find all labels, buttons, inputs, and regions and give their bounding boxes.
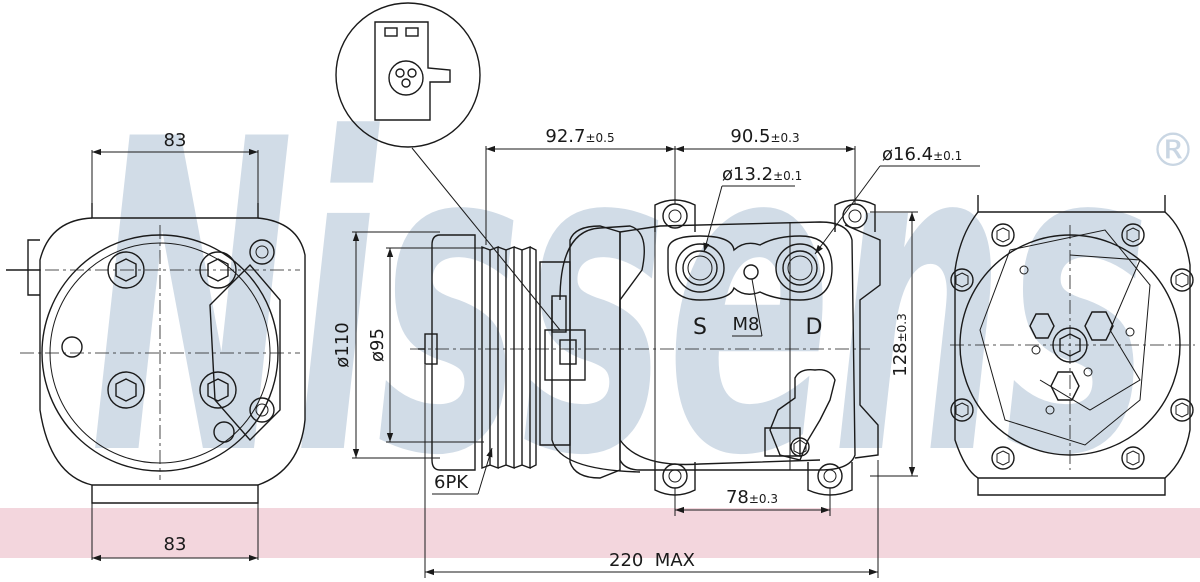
suction-dia-label: ø13.2±0.1 [722,164,802,185]
pulley-dia-label: ø95 [367,328,388,362]
belt-label: 6PK [434,472,469,493]
side-view: S M8 D 92.7±0.5 90.5±0.3 ø13.2±0.1 ø16.4… [332,126,980,578]
bolt-fl3 [107,371,145,409]
rear-bolts [950,223,1194,470]
port-spacing-label: 90.5±0.3 [730,126,799,147]
height-label: 128±0.3 [890,313,911,377]
outer-dia-label: ø110 [332,322,353,367]
suction-port [667,235,833,301]
mount-spacing-label: 78±0.3 [726,487,778,508]
bolt-fl4 [199,371,237,409]
rear-view [950,195,1195,496]
registered-mark: ® [1150,123,1196,177]
suction-label: S [693,315,707,340]
discharge-label: D [806,315,823,340]
discharge-port [775,243,825,293]
m8-hole [743,264,759,280]
pink-band [0,508,1200,558]
pulley-offset-label: 92.7±0.5 [545,126,614,147]
width-bottom-label: 83 [164,534,187,555]
pulley-grooves [481,245,537,470]
overall-length-label: 220 MAX [609,550,695,571]
front-view: 83 83 [6,130,306,562]
discharge-dia-label: ø16.4±0.1 [882,144,962,165]
width-top-label: 83 [164,130,187,151]
thread-label: M8 [733,314,760,335]
